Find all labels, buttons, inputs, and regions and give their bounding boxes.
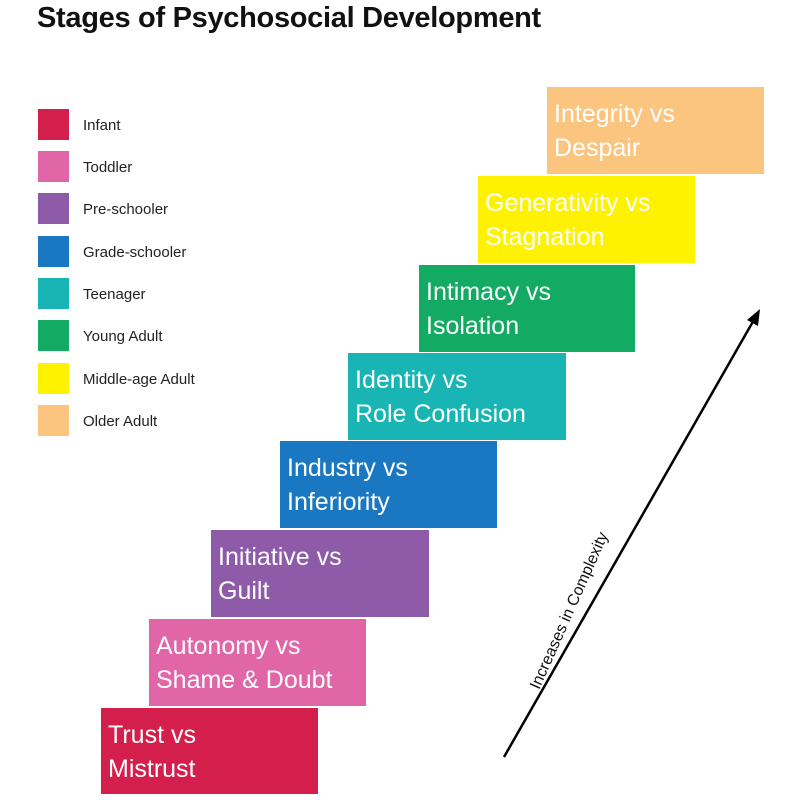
stage-line2: Stagnation	[485, 223, 605, 251]
stage-line2: Mistrust	[108, 755, 196, 783]
legend-label-young-adult: Young Adult	[83, 328, 163, 345]
legend-item-young-adult: Young Adult	[38, 320, 298, 354]
stage-integrity-vs-despair: Integrity vs Despair	[547, 87, 764, 174]
stage-industry-vs-inferiority: Industry vs Inferiority	[280, 441, 497, 528]
stage-generativity-vs-stagnation: Generativity vs Stagnation	[478, 176, 695, 263]
legend-swatch-older-adult	[38, 405, 69, 436]
legend-swatch-grade-schooler	[38, 236, 69, 267]
stage-line2: Shame & Doubt	[156, 666, 333, 694]
stage-intimacy-vs-isolation: Intimacy vs Isolation	[419, 265, 635, 352]
stage-line2: Guilt	[218, 577, 270, 605]
legend-label-toddler: Toddler	[83, 159, 133, 176]
legend-swatch-teenager	[38, 278, 69, 309]
legend-label-teenager: Teenager	[83, 286, 146, 303]
legend-item-middle-age-adult: Middle-age Adult	[38, 363, 298, 397]
stage-trust-vs-mistrust: Trust vs Mistrust	[101, 708, 318, 794]
stage-line2: Isolation	[426, 312, 520, 340]
stage-line2: Inferiority	[287, 488, 390, 516]
diagram-title: Stages of Psychosocial Development	[37, 2, 541, 34]
legend-label-older-adult: Older Adult	[83, 413, 158, 430]
legend-label-middle-age-adult: Middle-age Adult	[83, 371, 195, 388]
legend-label-grade-schooler: Grade-schooler	[83, 244, 187, 261]
legend-swatch-toddler	[38, 151, 69, 182]
stage-line1: Identity vs	[355, 366, 468, 394]
legend-swatch-middle-age-adult	[38, 363, 69, 394]
stage-initiative-vs-guilt: Initiative vs Guilt	[211, 530, 429, 617]
stage-line2: Despair	[554, 134, 641, 162]
stage-line2: Role Confusion	[355, 400, 526, 428]
stage-line1: Autonomy vs	[156, 632, 301, 660]
legend-label-pre-schooler: Pre-schooler	[83, 201, 169, 218]
stage-identity-vs-role-confusion: Identity vs Role Confusion	[348, 353, 566, 440]
legend-item-older-adult: Older Adult	[38, 405, 298, 439]
complexity-arrow-label: Increases in Complexity	[527, 529, 612, 692]
legend-swatch-infant	[38, 109, 69, 140]
complexity-arrow-head	[747, 309, 760, 326]
stage-line1: Industry vs	[287, 454, 408, 482]
legend-swatch-young-adult	[38, 320, 69, 351]
stage-line1: Integrity vs	[554, 100, 675, 128]
legend-swatch-pre-schooler	[38, 193, 69, 224]
legend-item-toddler: Toddler	[38, 151, 298, 185]
legend-item-infant: Infant	[38, 109, 298, 143]
stage-line1: Generativity vs	[485, 189, 651, 217]
stage-line1: Initiative vs	[218, 543, 342, 571]
legend-label-infant: Infant	[83, 117, 121, 134]
stage-autonomy-vs-shame-doubt: Autonomy vs Shame & Doubt	[149, 619, 366, 706]
legend-item-grade-schooler: Grade-schooler	[38, 236, 298, 270]
legend-item-pre-schooler: Pre-schooler	[38, 193, 298, 227]
legend-item-teenager: Teenager	[38, 278, 298, 312]
stage-line1: Trust vs	[108, 721, 196, 749]
stage-line1: Intimacy vs	[426, 278, 552, 306]
